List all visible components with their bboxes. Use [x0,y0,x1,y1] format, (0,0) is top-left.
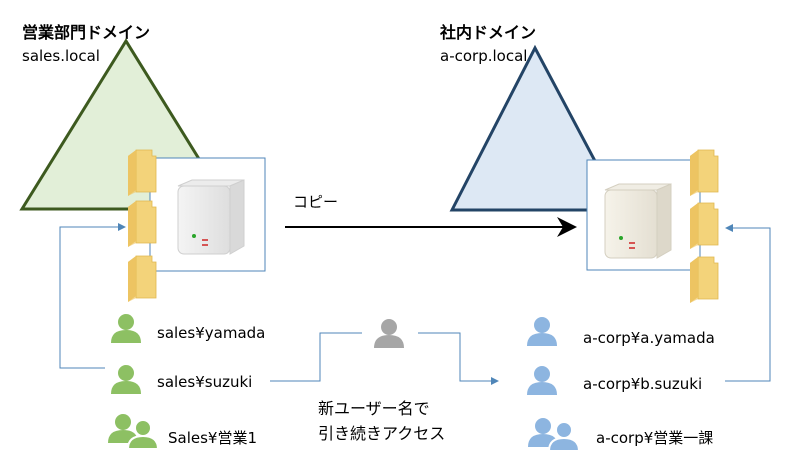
right-access-connector [725,224,771,382]
left-user-list: sales¥yamada sales¥suzuki Sales¥営業1 [108,314,265,450]
note-line-2: 引き続きアクセス [318,424,445,443]
group-icon-blue [528,418,580,452]
left-user-1: sales¥yamada [157,324,265,342]
right-user-1: a-corp¥a.yamada [583,329,715,347]
folder-icon [127,200,157,248]
note-line-1: 新ユーザー名で [318,399,430,418]
right-folder-icons [689,149,719,304]
folder-icon [127,255,157,303]
left-folder-icons [127,149,157,303]
user-mapping-connector [270,319,499,385]
left-server-icon [177,179,245,255]
right-domain-name: 社内ドメイン [439,23,536,42]
folder-icon [689,202,719,250]
user-icon-gray [374,319,404,348]
folder-icon [127,149,157,197]
migration-note: 新ユーザー名で 引き続きアクセス [318,399,445,443]
user-icon-green [111,365,141,394]
right-domain: 社内ドメイン a-corp.local a-corp¥a.yamada a-co… [439,23,719,452]
group-icon-green [108,414,159,450]
left-domain: 営業部門ドメイン sales.local sales¥yamada sales¥… [19,23,266,450]
right-user-3: a-corp¥営業一課 [596,429,713,447]
user-icon-blue [527,317,557,346]
user-icon-blue [527,366,557,395]
right-user-list: a-corp¥a.yamada a-corp¥b.suzuki a-corp¥営… [527,317,715,452]
right-domain-triangle [449,44,624,212]
copy-arrow: コピー [285,193,577,237]
left-domain-name: 営業部門ドメイン [22,23,150,42]
user-icon-green [111,314,141,343]
right-user-2: a-corp¥b.suzuki [583,375,702,393]
left-user-3: Sales¥営業1 [168,429,257,447]
folder-icon [689,256,719,304]
right-server-icon [604,183,672,259]
left-user-2: sales¥suzuki [157,373,252,391]
left-access-connector [59,223,126,369]
right-domain-fqdn: a-corp.local [440,47,527,65]
copy-label: コピー [293,193,338,211]
left-domain-fqdn: sales.local [22,47,100,65]
folder-icon [689,149,719,197]
